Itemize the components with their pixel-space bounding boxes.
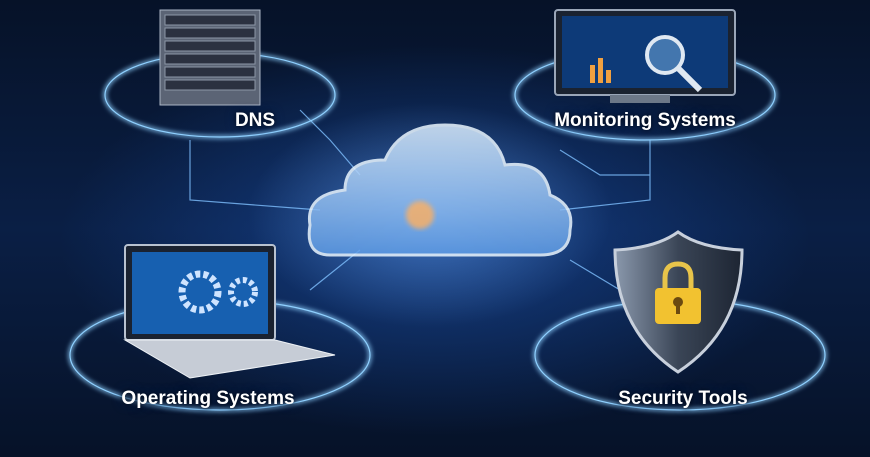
shield-lock-icon [613, 230, 744, 374]
operating-systems-label: Operating Systems [121, 388, 295, 409]
cloud-icon [307, 123, 573, 257]
server-rack-icon [159, 9, 261, 106]
monitor-magnifier-icon [554, 9, 736, 103]
laptop-gears-icon [123, 244, 336, 379]
monitoring-systems-label: Monitoring Systems [554, 110, 736, 131]
security-tools-label: Security Tools [618, 388, 748, 409]
dns-label: DNS [234, 110, 276, 131]
